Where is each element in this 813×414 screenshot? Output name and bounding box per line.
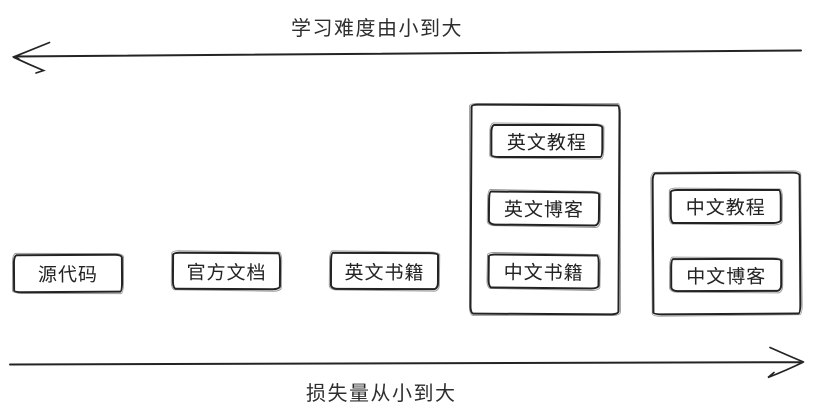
- node-label: 中文博客: [686, 266, 767, 288]
- node-label: 官方文档: [186, 262, 267, 284]
- loss-arrow-head-lower: [767, 361, 804, 379]
- node-chinese-books: 中文书籍: [487, 253, 600, 290]
- difficulty-arrow-line: [14, 49, 802, 58]
- loss-arrow-head-upper: [769, 346, 805, 363]
- node-label: 中文教程: [685, 197, 766, 220]
- difficulty-arrow-left: [11, 41, 802, 74]
- node-chinese-tutorial: 中文教程: [669, 188, 782, 225]
- node-label: 英文教程: [506, 132, 587, 154]
- node-label: 英文博客: [503, 199, 585, 222]
- difficulty-arrow-head-upper: [11, 41, 51, 60]
- node-source-code: 源代码: [12, 253, 124, 294]
- node-label: 英文书籍: [344, 262, 425, 284]
- node-official-docs: 官方文档: [171, 251, 282, 291]
- node-chinese-blog: 中文博客: [670, 257, 783, 293]
- node-label: 中文书籍: [503, 262, 584, 285]
- loss-arrow-line: [9, 361, 801, 366]
- bottom-axis-label: 损失量从小到大: [306, 383, 457, 405]
- difficulty-arrow-head-lower: [12, 56, 46, 74]
- loss-arrow-right: [9, 346, 805, 379]
- node-english-books: 英文书籍: [329, 251, 440, 291]
- node-label: 源代码: [37, 264, 99, 287]
- top-axis-label: 学习难度由小到大: [291, 18, 463, 40]
- group-english-resources: 英文教程 英文博客 中文书籍: [469, 103, 621, 316]
- node-english-tutorial: 英文教程: [490, 123, 604, 159]
- group-chinese-resources: 中文教程 中文博客: [651, 171, 802, 316]
- node-english-blog: 英文博客: [487, 190, 601, 227]
